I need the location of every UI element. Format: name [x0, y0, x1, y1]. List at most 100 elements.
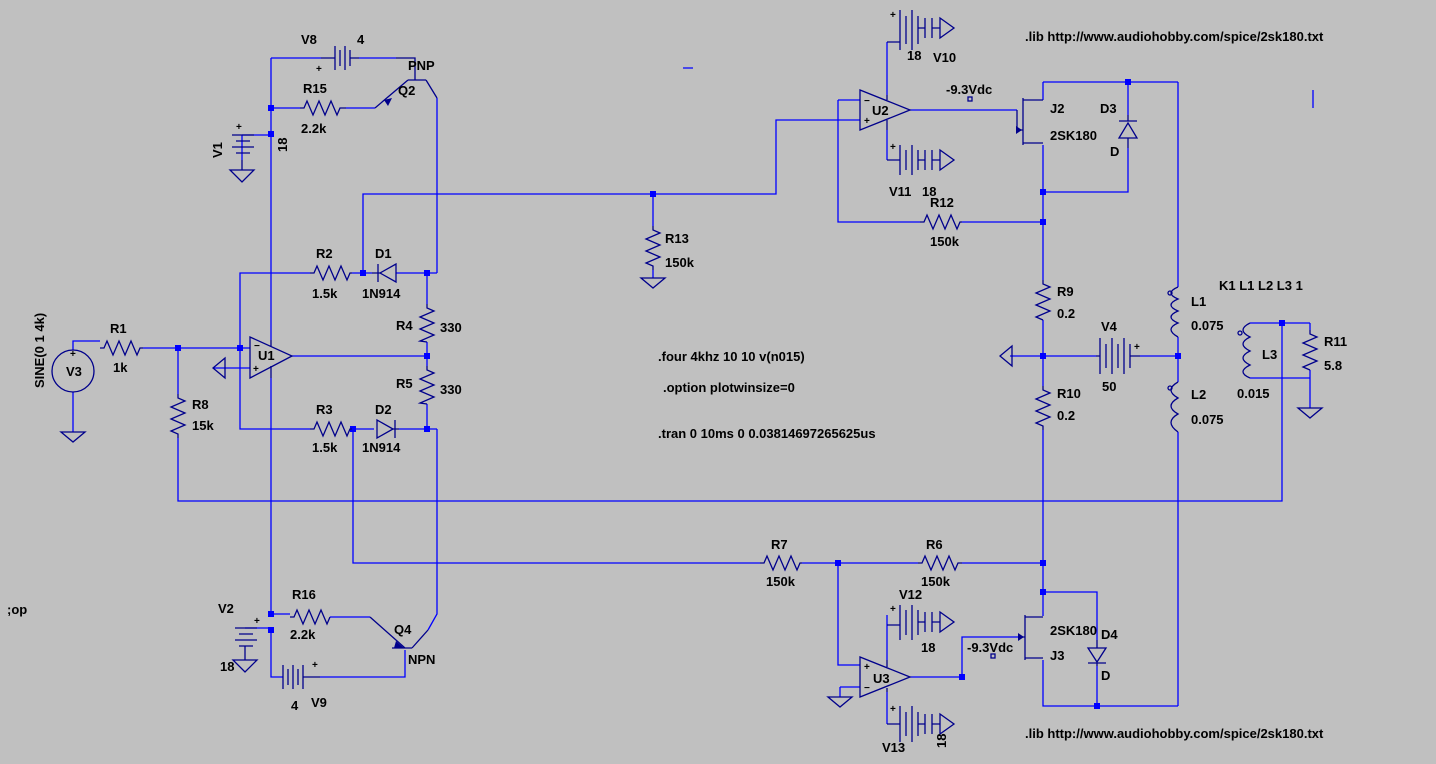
v8-symbol[interactable]: + — [316, 46, 359, 75]
r7-symbol[interactable] — [760, 554, 802, 572]
v11-value: 18 — [922, 184, 936, 199]
v4-ref: V4 — [1101, 319, 1118, 334]
r1-value: 1k — [113, 360, 128, 375]
u1-symbol[interactable]: − + — [249, 335, 294, 380]
d3-value: D — [1110, 144, 1119, 159]
r3-value: 1.5k — [312, 440, 338, 455]
v4-value: 50 — [1102, 379, 1116, 394]
lib-directive-top: .lib http://www.audiohobby.com/spice/2sk… — [1025, 29, 1324, 44]
j2-model: 2SK180 — [1050, 128, 1097, 143]
v2-symbol[interactable]: + — [235, 616, 260, 660]
spice-directives[interactable]: .lib http://www.audiohobby.com/spice/2sk… — [7, 29, 1324, 741]
svg-text:+: + — [253, 364, 259, 375]
r16-ref: R16 — [292, 587, 316, 602]
r15-value: 2.2k — [301, 121, 327, 136]
svg-text:+: + — [890, 142, 896, 153]
d4-value: D — [1101, 668, 1110, 683]
r9-symbol[interactable] — [1034, 280, 1052, 321]
v9-value: 4 — [291, 698, 299, 713]
r11-ref: R11 — [1324, 334, 1347, 349]
d4-symbol[interactable] — [1086, 640, 1108, 666]
r12-symbol[interactable] — [920, 213, 962, 231]
ground-symbols — [59, 16, 1324, 736]
l2-symbol[interactable] — [1167, 381, 1180, 433]
v13-symbol[interactable]: + — [887, 704, 940, 742]
v10-value: 18 — [907, 48, 921, 63]
r7-value: 150k — [766, 574, 796, 589]
v9-symbol[interactable]: + — [282, 660, 320, 689]
r10-ref: R10 — [1057, 386, 1081, 401]
l1-value: 0.075 — [1191, 318, 1224, 333]
q2-symbol[interactable] — [374, 57, 438, 109]
r9-value: 0.2 — [1057, 306, 1075, 321]
r8-ref: R8 — [192, 397, 209, 412]
u3-symbol[interactable]: + − — [859, 656, 912, 698]
u3-ref: U3 — [873, 671, 890, 686]
l1-ref: L1 — [1191, 294, 1206, 309]
v3-symbol[interactable]: + — [51, 349, 95, 393]
q4-ref: Q4 — [394, 622, 412, 637]
j3-ref: J3 — [1050, 648, 1064, 663]
q4-symbol[interactable] — [369, 616, 429, 649]
u2-symbol[interactable]: − + — [859, 89, 912, 131]
r8-symbol[interactable] — [169, 394, 187, 438]
d1-symbol[interactable] — [372, 262, 397, 284]
r10-symbol[interactable] — [1034, 386, 1052, 430]
svg-text:+: + — [316, 64, 322, 75]
l2-ref: L2 — [1191, 387, 1206, 402]
r6-value: 150k — [921, 574, 951, 589]
v11-ref: V11 — [889, 184, 911, 199]
svg-text:+: + — [890, 704, 896, 715]
svg-text:+: + — [70, 349, 76, 360]
junctions — [175, 79, 1285, 709]
q2-type: PNP — [408, 58, 435, 73]
r1-symbol[interactable] — [100, 339, 143, 357]
r11-symbol[interactable] — [1301, 330, 1319, 371]
v11-symbol[interactable]: + — [887, 142, 940, 175]
j2-symbol[interactable] — [1016, 98, 1043, 145]
svg-text:+: + — [254, 616, 260, 627]
j2-ref: J2 — [1050, 101, 1064, 116]
v2-value: 18 — [220, 659, 234, 674]
svg-text:−: − — [864, 96, 870, 107]
v1-value: 18 — [275, 138, 290, 152]
j3-gate-label: -9.3Vdc — [967, 640, 1013, 655]
d1-ref: D1 — [375, 246, 392, 261]
r2-value: 1.5k — [312, 286, 338, 301]
r3-symbol[interactable] — [310, 420, 352, 438]
v1-symbol[interactable]: + — [232, 122, 254, 170]
d2-symbol[interactable] — [376, 418, 399, 440]
r16-symbol[interactable] — [290, 608, 331, 626]
r4-symbol[interactable] — [417, 304, 436, 343]
r13-symbol[interactable] — [644, 226, 662, 270]
v12-value: 18 — [921, 640, 935, 655]
r5-symbol[interactable] — [417, 366, 436, 405]
tran-directive: .tran 0 10ms 0 0.03814697265625us — [658, 426, 876, 441]
v10-symbol[interactable]: + — [887, 10, 940, 50]
d1-value: 1N914 — [362, 286, 401, 301]
v13-ref: V13 — [882, 740, 905, 755]
d3-symbol[interactable] — [1117, 115, 1139, 148]
svg-text:+: + — [890, 604, 896, 615]
v12-symbol[interactable]: + — [887, 604, 940, 640]
l3-ref: L3 — [1262, 347, 1277, 362]
v10-ref: V10 — [933, 50, 956, 65]
l3-symbol[interactable] — [1237, 322, 1252, 379]
r5-ref: R5 — [396, 376, 413, 391]
d3-ref: D3 — [1100, 101, 1117, 116]
net-marker-j2 — [967, 96, 973, 102]
v4-symbol[interactable]: + — [1096, 338, 1140, 374]
l1-symbol[interactable] — [1167, 286, 1180, 338]
j3-symbol[interactable] — [1018, 615, 1043, 660]
net-marker-j3 — [990, 653, 996, 659]
l3-value: 0.015 — [1237, 386, 1270, 401]
svg-text:+: + — [864, 116, 870, 127]
r10-value: 0.2 — [1057, 408, 1075, 423]
r2-symbol[interactable] — [310, 264, 352, 282]
r16-value: 2.2k — [290, 627, 316, 642]
r15-symbol[interactable] — [300, 99, 346, 117]
r9-ref: R9 — [1057, 284, 1074, 299]
v3-ref: V3 — [66, 364, 82, 379]
r6-symbol[interactable] — [918, 554, 962, 572]
